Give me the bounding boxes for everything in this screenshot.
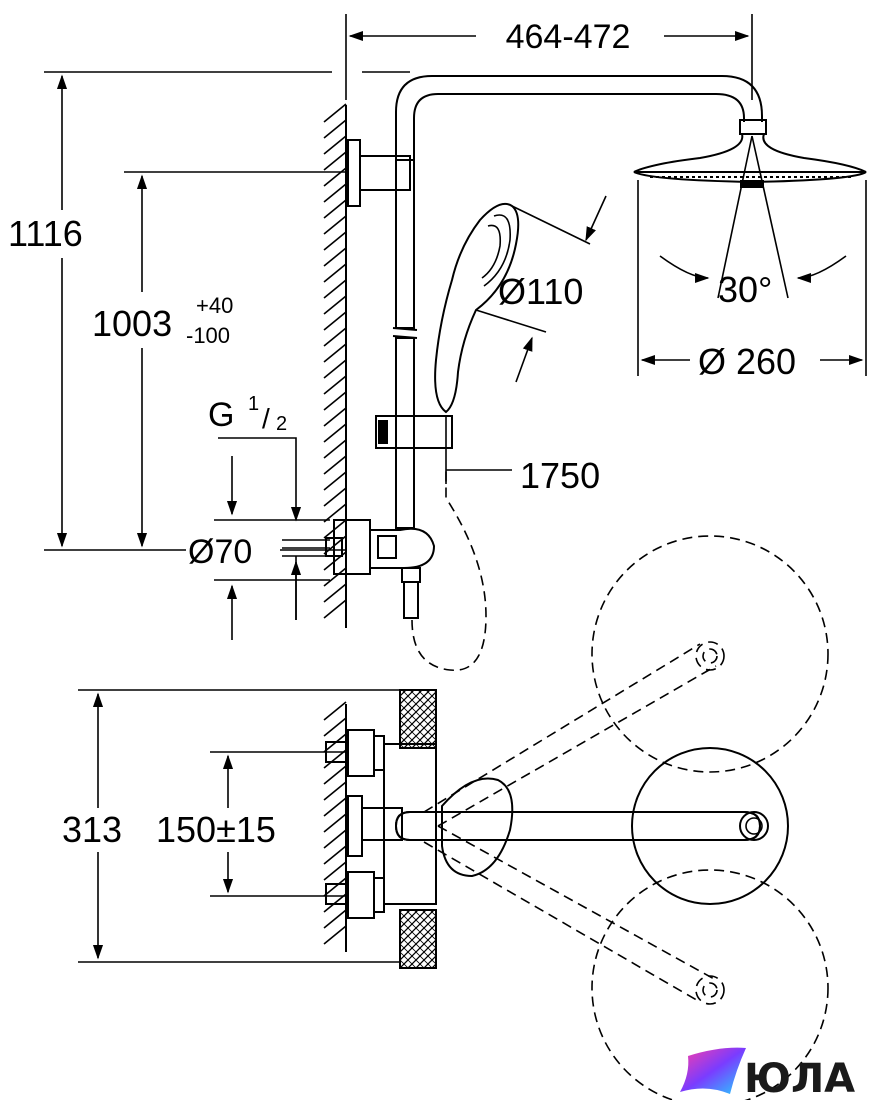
wall-hatch-line	[323, 279, 347, 299]
spray-angle-label: 30°	[718, 269, 772, 310]
wall-hatch-line	[323, 567, 347, 587]
wall-hatch-line	[323, 295, 347, 315]
wall-hatch-line	[323, 909, 347, 929]
wall-front	[323, 103, 347, 628]
arm-and-head-top	[394, 535, 829, 1100]
wall-hatch-line	[323, 599, 347, 619]
front-view: 464-472 1116 1003 +40 -100 G 1 / 2	[0, 14, 867, 671]
wall-hatch-line	[323, 503, 347, 523]
wall-hatch-line	[323, 183, 347, 203]
thread-denominator-label: 2	[276, 413, 287, 435]
tile-top	[399, 689, 437, 749]
rail-height-base-label: 1003	[92, 303, 172, 344]
wall-hatch-line	[323, 749, 347, 769]
shower-column: 1750	[325, 75, 763, 671]
wall-hatch-line	[323, 359, 347, 379]
wall-hatch-line	[323, 861, 347, 881]
wall-hatch-line	[323, 391, 347, 411]
wall-hatch-line	[323, 311, 347, 331]
yula-logo-icon	[680, 1047, 746, 1094]
wall-hatch-line	[323, 263, 347, 283]
wall-hatch-line	[323, 119, 347, 139]
head-shower-diameter-label: Ø 260	[698, 341, 796, 382]
wall-hatch-line	[323, 781, 347, 801]
rail-height-minus-label: -100	[186, 323, 230, 348]
depth-label: 313	[62, 809, 122, 850]
yula-watermark: ЮЛА	[680, 1047, 855, 1100]
dimension-total-height: 1116	[0, 74, 120, 548]
head-shower-top	[631, 747, 789, 905]
wall-hatch-line	[323, 423, 347, 443]
wall-hatch-line	[323, 717, 347, 737]
wall-hatch-line	[323, 797, 347, 817]
wall-hatch-line	[323, 845, 347, 865]
hand-shower: Ø110	[434, 195, 607, 414]
dimension-rail-height: 1003 +40 -100	[88, 174, 258, 548]
wall-hatch-line	[323, 343, 347, 363]
wall-hatch-line	[323, 829, 347, 849]
wall-hatch-line	[323, 701, 347, 721]
hand-shower-diameter-label: Ø110	[498, 271, 583, 312]
thread-callout: G 1 / 2	[208, 393, 302, 522]
total-height-label: 1116	[8, 213, 83, 254]
wall-hatch-line	[323, 135, 347, 155]
rail-slider	[375, 415, 453, 449]
thread-slash: /	[262, 403, 270, 434]
thread-numerator-label: 1	[248, 393, 259, 415]
wall-hatch-line	[323, 327, 347, 347]
wall-hatch-line	[323, 583, 347, 603]
thread-prefix-label: G	[208, 396, 234, 434]
yula-logo-text: ЮЛА	[744, 1056, 855, 1100]
wall-hatch-line	[323, 487, 347, 507]
wall-hatch-line	[323, 455, 347, 475]
wall-hatch-line	[323, 375, 347, 395]
hose-length-label: 1750	[520, 455, 600, 496]
wall-hatch-line	[323, 199, 347, 219]
wall-hatch-line	[323, 765, 347, 785]
dimension-inlet-diameter: Ø70	[186, 456, 330, 640]
top-view: 313 150±15	[58, 535, 829, 1100]
rail-height-plus-label: +40	[196, 293, 233, 318]
wall-hatch-line	[323, 471, 347, 491]
inlet-spacing-label: 150±15	[156, 809, 276, 850]
wall-hatch-line	[323, 103, 347, 123]
dimension-depth: 313	[58, 692, 142, 960]
thermostat-body-top	[325, 729, 437, 919]
arm-projection-label: 464-472	[506, 18, 631, 56]
thermostat-body-front	[333, 519, 371, 575]
wall-bracket-top	[347, 139, 361, 207]
wall-hatch-line	[323, 439, 347, 459]
wall-hatch-line	[323, 215, 347, 235]
wall-hatch-line	[323, 877, 347, 897]
wall-hatch-line	[323, 167, 347, 187]
wall-hatch-line	[323, 151, 347, 171]
dimension-inlet-spacing: 150±15	[152, 754, 302, 894]
wall-hatch-line	[323, 231, 347, 251]
wall-hatch-line	[323, 247, 347, 267]
dimension-arm-projection: 464-472	[348, 18, 750, 56]
wall-hatch-line	[323, 813, 347, 833]
inlet-diameter-label: Ø70	[188, 533, 252, 571]
head-shower: 30° Ø 260	[633, 119, 867, 382]
wall-hatch-line	[323, 925, 347, 945]
wall-hatch-line	[323, 407, 347, 427]
tile-bottom	[399, 909, 437, 969]
